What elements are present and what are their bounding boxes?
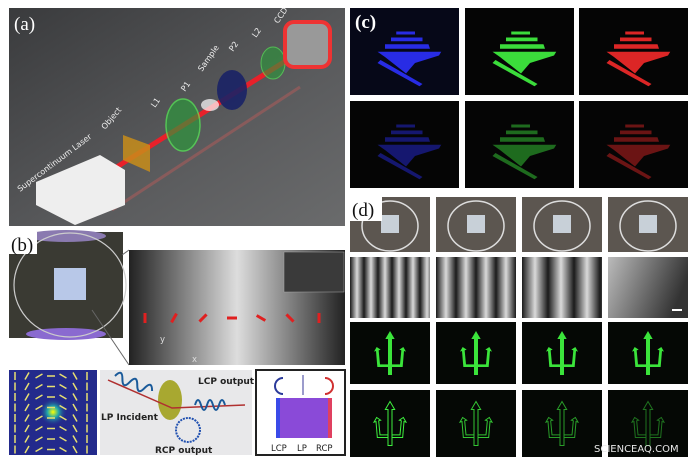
panel-a-label: (a) <box>14 14 35 35</box>
substrate-photo <box>522 197 602 252</box>
director-mark <box>59 394 67 400</box>
hologram-cell <box>465 8 574 95</box>
grating-image <box>522 257 602 318</box>
director-mark <box>24 403 30 412</box>
object-plate <box>123 135 150 172</box>
grating-image <box>436 257 516 318</box>
director-mark <box>72 414 78 422</box>
hologram-on <box>608 322 688 384</box>
director-mark <box>24 445 30 454</box>
hologram-cell <box>350 8 459 95</box>
hologram-cell <box>350 101 459 188</box>
director-mark <box>24 424 30 433</box>
hologram-cell <box>579 101 688 188</box>
lc-cell <box>276 398 332 438</box>
panel-c <box>350 8 688 188</box>
rcp-output-label: RCP output <box>155 446 213 456</box>
director-mark <box>24 372 30 380</box>
sample <box>201 99 219 111</box>
hologram-on <box>436 322 516 384</box>
director-mark <box>72 372 78 380</box>
director-mark <box>35 425 43 432</box>
director-mark <box>72 435 78 443</box>
label-l1: L1 <box>149 96 162 109</box>
orientation-mark <box>285 313 295 323</box>
hologram-outline <box>436 390 516 457</box>
director-mark <box>35 373 43 379</box>
director-mark <box>24 393 30 401</box>
director-mark <box>72 445 78 454</box>
rcp-arrow-icon <box>324 377 334 395</box>
hologram-outline <box>608 390 688 457</box>
watermark: SCIENCEAQ.COM <box>594 444 679 455</box>
hologram-cell <box>465 101 574 188</box>
director-mark <box>24 414 30 422</box>
rcp-label: RCP <box>316 444 333 454</box>
laser-box <box>36 155 125 225</box>
director-mark <box>59 404 67 411</box>
hologram-cell <box>579 8 688 95</box>
polarizer-p2 <box>217 70 247 110</box>
director-mark <box>72 382 78 391</box>
panel-a: Supercontinuum Laser Object L1 P1 Sample… <box>9 6 345 226</box>
hologram-outline <box>522 390 602 457</box>
ccd <box>283 20 332 69</box>
director-mark <box>24 435 30 443</box>
grating-image <box>350 257 430 318</box>
director-field <box>14 372 88 454</box>
director-mark <box>59 383 67 390</box>
panel-b-label: (b) <box>11 235 33 256</box>
lens-l1 <box>165 98 201 152</box>
lp-incident-label: LP Incident <box>101 413 159 423</box>
label-l2: L2 <box>250 26 263 39</box>
director-mark <box>59 425 67 432</box>
director-mark <box>35 394 43 400</box>
director-mark <box>35 404 43 411</box>
panel-b: (b) y x LP Incident LCP output RCP outpu… <box>9 230 346 456</box>
panel-d <box>350 197 688 457</box>
grating-image <box>608 257 688 318</box>
director-mark <box>59 446 67 453</box>
axis-x-label: x <box>192 355 197 365</box>
substrate-photo <box>608 197 688 252</box>
director-mark <box>59 415 67 421</box>
director-mark <box>59 436 67 442</box>
substrate-photo <box>436 197 516 252</box>
lcp-label: LCP <box>271 444 287 454</box>
axis-y-label: y <box>160 335 165 345</box>
sem-inset <box>283 251 345 293</box>
director-mark <box>35 415 43 421</box>
hologram-outline <box>350 390 430 457</box>
panel-c-label: (c) <box>355 12 376 33</box>
director-mark <box>24 382 30 391</box>
director-mark <box>35 436 43 442</box>
director-mark <box>72 393 78 401</box>
director-mark <box>72 424 78 433</box>
director-mark <box>35 383 43 390</box>
lp-label: LP <box>297 444 307 454</box>
panel-d-label: (d) <box>352 200 374 221</box>
hologram-on <box>522 322 602 384</box>
orientation-mark <box>198 313 208 323</box>
lc-orientation-marks <box>143 312 321 324</box>
director-mark <box>72 403 78 412</box>
substrate-ring <box>13 232 127 338</box>
sample-square <box>54 268 86 300</box>
lcp-output-label: LCP output <box>198 377 255 387</box>
hologram-on <box>350 322 430 384</box>
orientation-mark <box>170 312 178 324</box>
orientation-mark <box>255 314 267 322</box>
director-mark <box>59 373 67 379</box>
director-mark <box>35 446 43 453</box>
lens-l2 <box>260 46 286 80</box>
